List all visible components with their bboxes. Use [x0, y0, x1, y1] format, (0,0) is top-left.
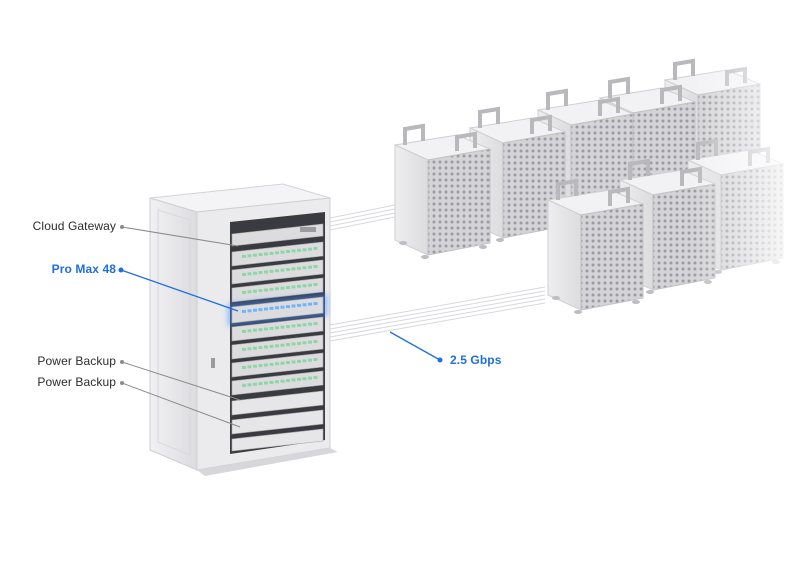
leader-power-backup-2	[121, 382, 241, 428]
rack-unit-power	[231, 409, 324, 435]
rack-unit-gateway	[231, 223, 324, 247]
tower-server-icon	[393, 123, 492, 259]
leader-cloud-gateway	[121, 226, 239, 247]
label-power-backup-1: Power Backup	[37, 354, 116, 368]
rack-unit-highlight	[228, 294, 327, 326]
leader-lines	[118, 225, 443, 428]
leader-dot-power-backup-1	[120, 360, 124, 364]
leader-dot-pro-max-48	[118, 267, 124, 273]
cable-bundle-lower	[329, 286, 546, 342]
leader-link-speed	[389, 331, 441, 361]
rack-unit-switch	[231, 241, 324, 267]
label-pro-max-48: Pro Max 48	[51, 262, 116, 276]
rack-unit-switch	[231, 277, 324, 303]
fade-overlay	[560, 40, 800, 330]
leader-power-backup-1	[121, 361, 241, 401]
rack-unit-switch	[231, 316, 324, 342]
rack-unit-power	[231, 390, 324, 416]
leader-pro-max-48	[120, 269, 239, 312]
leader-dot-cloud-gateway	[120, 225, 124, 229]
cable-bundle-upper	[329, 204, 396, 231]
rack-unit-power	[231, 428, 324, 452]
rack-unit-switch	[231, 352, 324, 378]
rack-unit-switch	[231, 370, 324, 396]
leader-dot-link-speed	[437, 357, 443, 363]
leader-dot-power-backup-2	[120, 381, 124, 385]
rack-unit-switch	[231, 259, 324, 285]
rack-latch	[211, 358, 215, 368]
rack-units	[228, 223, 327, 452]
label-link-speed: 2.5 Gbps	[450, 353, 502, 367]
label-power-backup-2: Power Backup	[37, 375, 116, 389]
label-cloud-gateway: Cloud Gateway	[32, 219, 116, 233]
rack-unit-switch	[231, 334, 324, 360]
